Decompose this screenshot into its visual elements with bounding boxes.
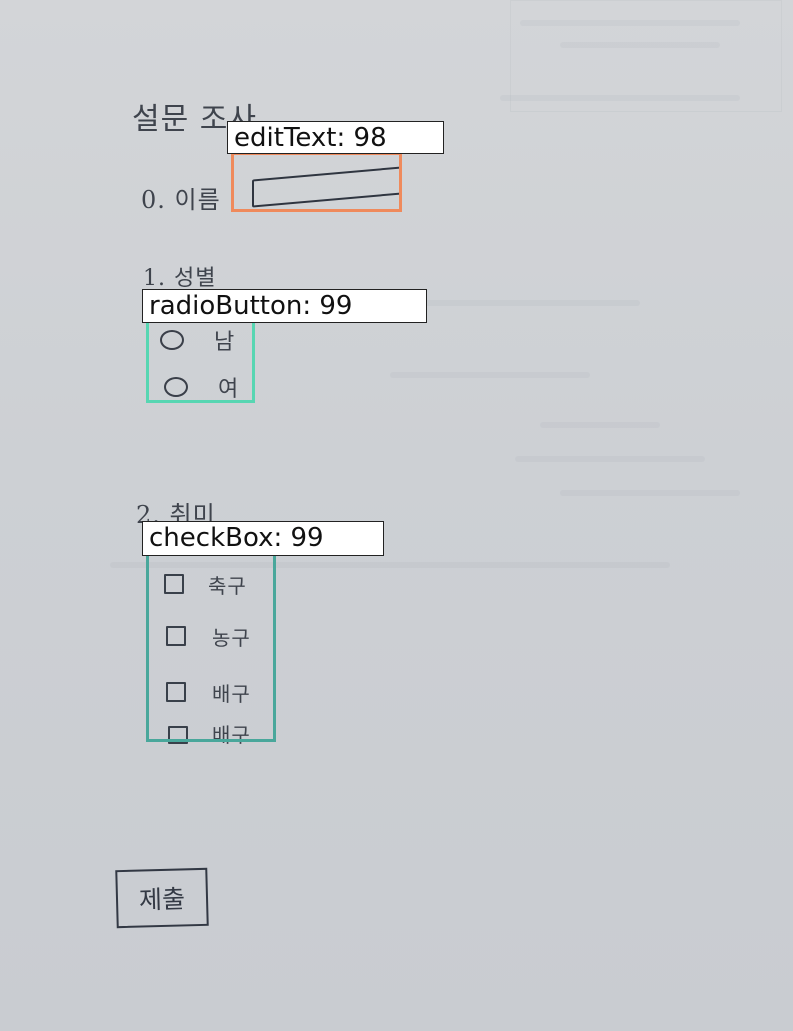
gender-option-male[interactable]: 남 [156, 326, 246, 356]
gender-option-female[interactable]: 여 [158, 372, 248, 402]
hobby-option-soccer[interactable]: 축구 [162, 570, 272, 600]
checkbox-icon[interactable] [166, 682, 186, 702]
hobby-option-soccer-label: 축구 [208, 574, 247, 598]
gender-option-female-label: 여 [218, 377, 240, 402]
gender-option-male-label: 남 [214, 330, 236, 355]
checkbox-icon[interactable] [168, 726, 188, 744]
detection-label-edittext: editText: 98 [227, 121, 444, 154]
question-1-label: 1. 성별 [143, 266, 217, 291]
detection-box-radiobutton [146, 320, 255, 403]
hobby-option-volleyball[interactable]: 배구 [164, 678, 274, 708]
detection-label-checkbox: checkBox: 99 [142, 521, 384, 556]
hobby-option-basketball[interactable]: 농구 [164, 622, 274, 652]
hobby-option-volleyball-2[interactable]: 배구 [166, 722, 276, 750]
checkbox-icon[interactable] [164, 574, 184, 594]
radio-circle-icon[interactable] [164, 377, 188, 397]
detection-box-edittext [231, 152, 402, 212]
hobby-option-volleyball-2-label: 배구 [212, 723, 251, 747]
detection-box-checkbox [146, 553, 276, 742]
checkbox-icon[interactable] [166, 626, 186, 646]
hobby-option-basketball-label: 농구 [212, 626, 251, 650]
radio-circle-icon[interactable] [160, 330, 184, 350]
hobby-option-volleyball-label: 배구 [212, 682, 251, 706]
detection-label-radiobutton: radioButton: 99 [142, 289, 427, 323]
submit-button[interactable]: 제출 [115, 867, 209, 929]
question-0-label: 0. 이름 [141, 186, 221, 214]
